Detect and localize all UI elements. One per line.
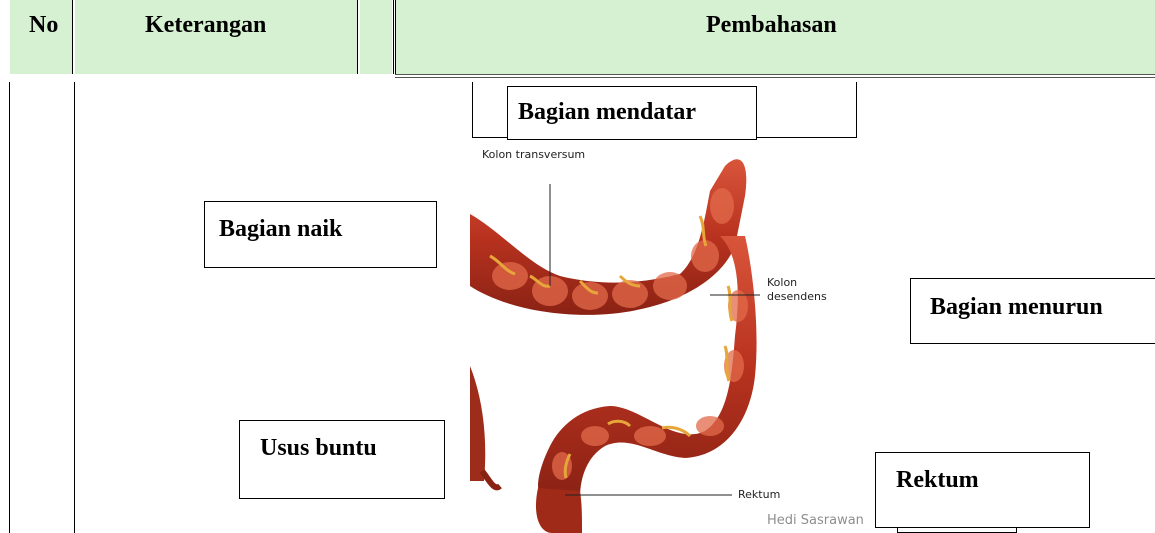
- callout-bagian-menurun: Bagian menurun: [910, 278, 1155, 344]
- column-border-no: [74, 82, 75, 533]
- callout-bagian-mendatar: Bagian mendatar: [472, 82, 857, 138]
- header-bottom-border: [395, 74, 1155, 75]
- label-rektum: Rektum: [738, 488, 780, 501]
- label-kolon: Kolon: [767, 276, 797, 289]
- header-no: No: [29, 12, 58, 39]
- callout-usus-buntu: Usus buntu: [239, 420, 445, 499]
- label-credit: Hedi Sasrawan: [767, 513, 864, 528]
- header-cell-spacer: [360, 0, 392, 74]
- header-divider: [72, 0, 73, 74]
- callout-bagian-naik-text: Bagian naik: [219, 216, 342, 243]
- diagram-background: [470, 136, 855, 533]
- header-pembahasan: Pembahasan: [706, 12, 837, 39]
- callout-bagian-naik: Bagian naik: [204, 201, 437, 268]
- header-bottom-border: [395, 77, 1155, 78]
- callout-usus-buntu-text: Usus buntu: [260, 435, 377, 462]
- callout-rektum: Rektum: [875, 452, 1090, 528]
- header-divider: [357, 0, 358, 74]
- label-kolon-transversum: Kolon transversum: [482, 148, 585, 161]
- header-divider: [393, 0, 394, 74]
- callout-bagian-menurun-text: Bagian menurun: [930, 294, 1103, 321]
- label-desendens: desendens: [767, 290, 827, 303]
- header-keterangan: Keterangan: [145, 12, 266, 39]
- column-border-left: [9, 82, 10, 533]
- callout-rektum-text: Rektum: [896, 467, 979, 494]
- callout-bagian-mendatar-text: Bagian mendatar: [518, 99, 696, 126]
- callout-bagian-mendatar-inner: Bagian mendatar: [507, 86, 757, 140]
- header-divider: [395, 0, 396, 74]
- colon-diagram: [470, 136, 855, 533]
